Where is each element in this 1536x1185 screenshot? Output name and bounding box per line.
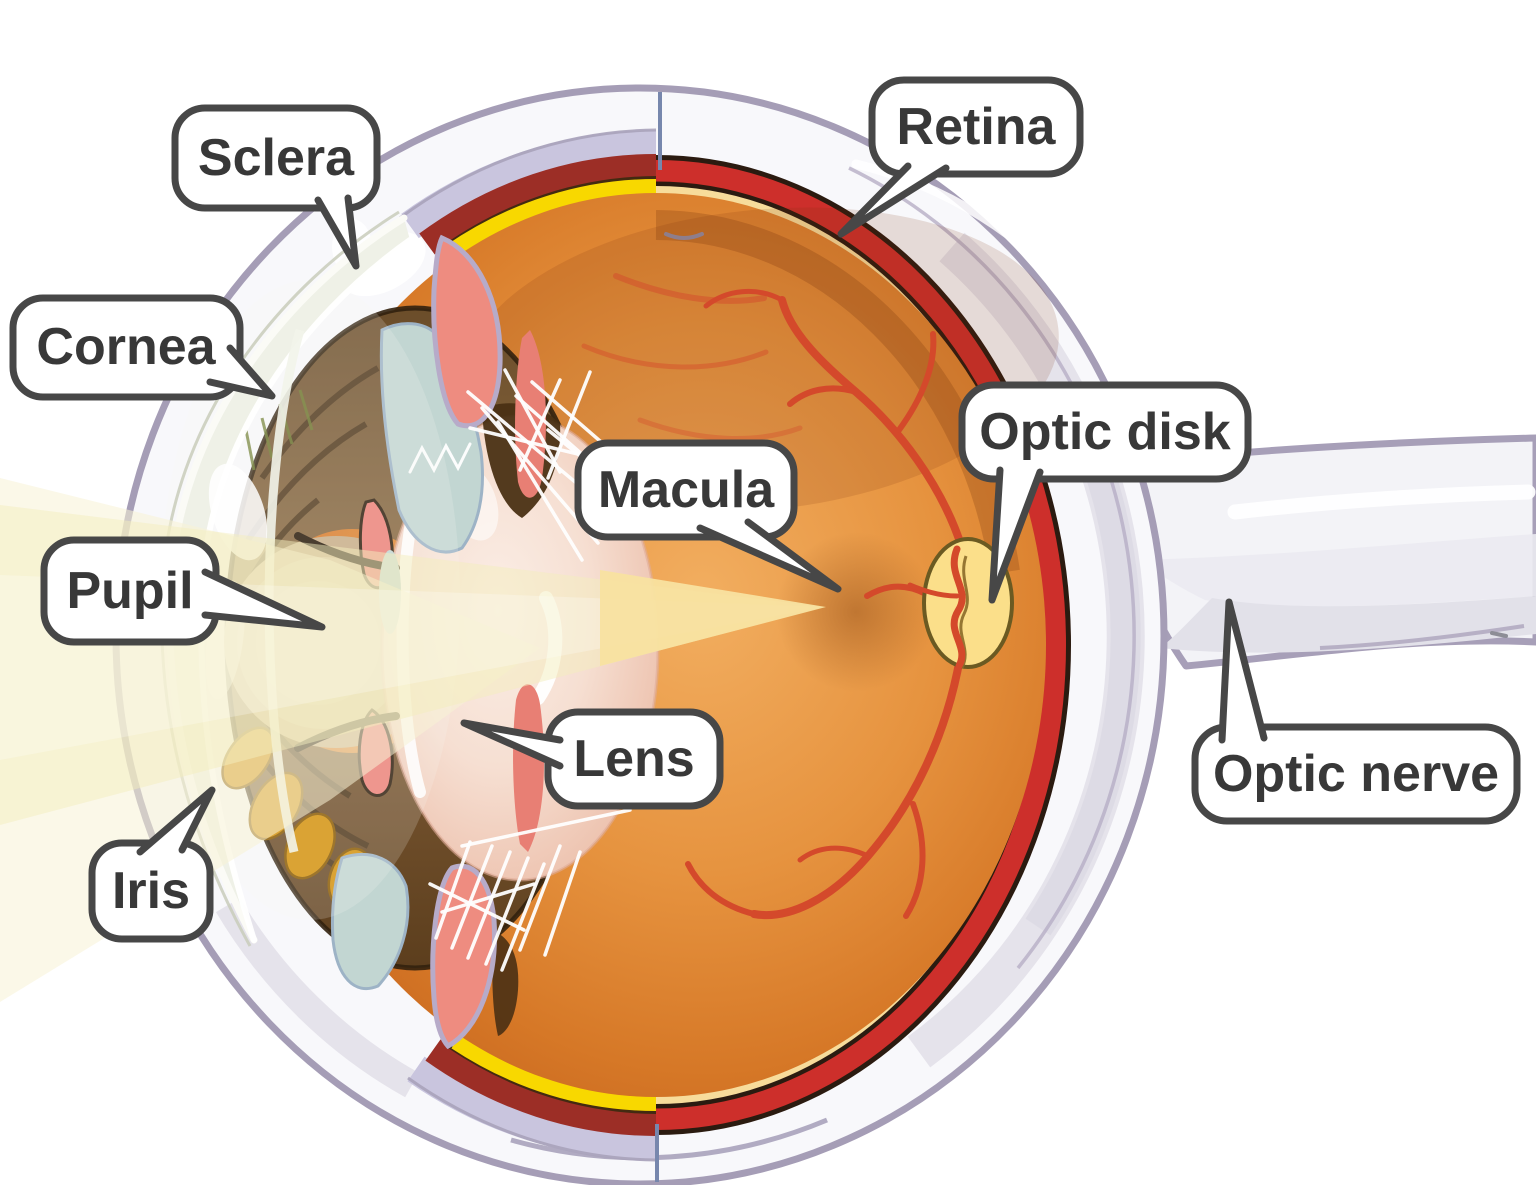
labels: Sclera Cornea Pupil Iris Lens Macula: [9, 76, 1521, 943]
retina-cut-bottom-yellow: [451, 1031, 657, 1112]
choroid-cut-top: [419, 153, 657, 255]
optic-nerve: [1076, 434, 1536, 670]
label-text: Lens: [573, 730, 694, 788]
optic-nerve-end-mark: [1490, 631, 1508, 638]
sclera-cut-edge-line-top: [399, 128, 657, 220]
label-tail: [206, 344, 276, 400]
aqueous-humor-bottom: [330, 853, 410, 991]
sclera-inner-shadow-nerve: [1025, 414, 1141, 936]
blood-vessels: [581, 273, 966, 919]
optic-nerve-sheath-line: [1319, 624, 1525, 650]
label-tail: [136, 786, 216, 856]
light-beam-focused: [600, 570, 826, 666]
label-text: Pupil: [66, 562, 193, 620]
label-bubble: [574, 439, 798, 541]
retina-cut-top-yellow: [445, 178, 657, 263]
label-bubble: [868, 76, 1084, 178]
optic-disk: [907, 537, 1014, 670]
label-macula: Macula: [574, 439, 842, 593]
label-cornea: Cornea: [9, 294, 276, 401]
label-optic-nerve: Optic nerve: [1191, 598, 1521, 825]
label-text: Macula: [598, 461, 775, 519]
sclera-highlight-arc: [851, 159, 1015, 241]
zonule-zigzag: [408, 442, 472, 474]
sclera-inner-line-right: [848, 166, 1136, 970]
sclera-cut-edge-line-bottom: [407, 1076, 657, 1162]
label-bubble: [1191, 723, 1521, 825]
vitreous-lash-mark: [664, 232, 704, 240]
label-tail: [1218, 598, 1268, 744]
ciliary-body-top: [431, 234, 503, 429]
optic-nerve-highlight: [1227, 484, 1536, 520]
angle-wedge-bottom: [492, 932, 519, 1036]
label-text: Optic nerve: [1213, 745, 1499, 803]
sclera-cut-band: [399, 128, 657, 1162]
label-bubble: [171, 104, 381, 212]
label-tail: [201, 568, 326, 631]
label-text: Retina: [897, 98, 1057, 156]
vitreous-top-shadow: [655, 210, 1020, 575]
label-text: Cornea: [36, 318, 216, 376]
choroid-cut-crescents: [419, 153, 657, 1136]
label-optic-disk: Optic disk: [958, 381, 1252, 604]
ciliary-process-bottom: [513, 684, 544, 852]
label-tail: [837, 162, 950, 238]
vitreous-upper-wash: [461, 207, 1059, 513]
label-tail: [460, 719, 564, 770]
label-tail: [988, 466, 1044, 604]
label-text: Optic disk: [979, 403, 1230, 461]
label-sclera: Sclera: [171, 104, 381, 270]
label-lens: Lens: [460, 708, 724, 810]
sclera-inner-line-bottom: [510, 1117, 828, 1161]
label-iris: Iris: [88, 786, 216, 943]
optic-nerve-shading-light: [1140, 534, 1536, 607]
sclera-cut-band-bottom: [407, 1056, 657, 1161]
label-text: Sclera: [198, 129, 355, 187]
choroid-cut-bottom: [425, 1039, 657, 1136]
label-tail: [696, 518, 842, 593]
label-bubble: [9, 294, 244, 401]
sclera-cut-band-top: [401, 130, 657, 239]
sclera-inner-shadow-bottom-left: [215, 897, 419, 1098]
label-retina: Retina: [837, 76, 1084, 238]
label-text: Iris: [112, 862, 190, 920]
label-pupil: Pupil: [40, 536, 326, 646]
label-tail: [314, 194, 360, 270]
label-bubble: [958, 381, 1252, 483]
